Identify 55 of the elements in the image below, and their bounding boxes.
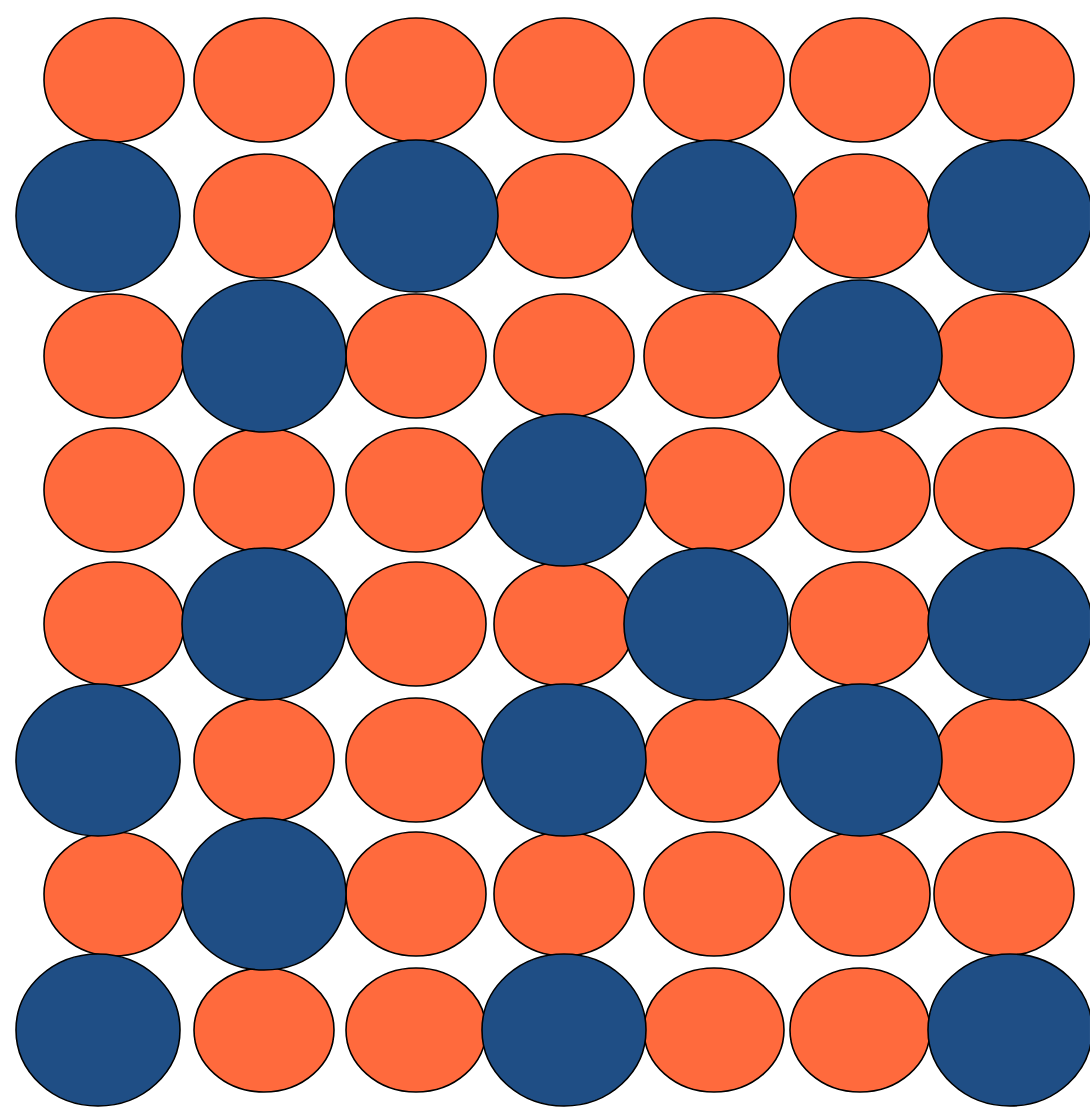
small-circle (493, 153, 635, 279)
small-circle (193, 697, 335, 823)
large-circle (927, 139, 1090, 293)
small-circle (643, 17, 785, 143)
small-circle (789, 427, 931, 553)
small-circle (933, 831, 1075, 957)
small-circle (643, 831, 785, 957)
small-circle (789, 17, 931, 143)
large-circle (181, 817, 347, 971)
large-circle (481, 683, 647, 837)
small-circle (643, 293, 785, 419)
small-circle (43, 293, 185, 419)
small-circle (43, 831, 185, 957)
small-circle (933, 293, 1075, 419)
small-circle (789, 153, 931, 279)
large-circle (927, 547, 1090, 701)
large-circle (481, 953, 647, 1107)
small-circle (933, 697, 1075, 823)
small-circle (345, 967, 487, 1093)
large-circle (631, 139, 797, 293)
small-circle (933, 17, 1075, 143)
small-circle (193, 967, 335, 1093)
small-circle (193, 153, 335, 279)
small-circle (789, 967, 931, 1093)
small-circle (493, 293, 635, 419)
large-circle (15, 139, 181, 293)
small-circle (643, 427, 785, 553)
large-circle (15, 683, 181, 837)
small-circle (345, 697, 487, 823)
small-circle (193, 17, 335, 143)
small-circle (345, 293, 487, 419)
large-circle (623, 547, 789, 701)
small-circle (345, 17, 487, 143)
small-circle (345, 831, 487, 957)
large-circle (481, 413, 647, 567)
large-circle (181, 279, 347, 433)
small-circle (43, 427, 185, 553)
small-circle (43, 561, 185, 687)
small-circle (789, 831, 931, 957)
small-circle (933, 427, 1075, 553)
large-circle (927, 953, 1090, 1107)
small-circle (493, 17, 635, 143)
small-circle (43, 17, 185, 143)
small-circle (345, 561, 487, 687)
small-circle (643, 697, 785, 823)
small-circle (789, 561, 931, 687)
large-circle (777, 279, 943, 433)
large-circle (333, 139, 499, 293)
small-circle (493, 831, 635, 957)
small-circle (643, 967, 785, 1093)
small-circle (345, 427, 487, 553)
small-circle (193, 427, 335, 553)
large-circle (181, 547, 347, 701)
large-circle (777, 683, 943, 837)
large-circle (15, 953, 181, 1107)
